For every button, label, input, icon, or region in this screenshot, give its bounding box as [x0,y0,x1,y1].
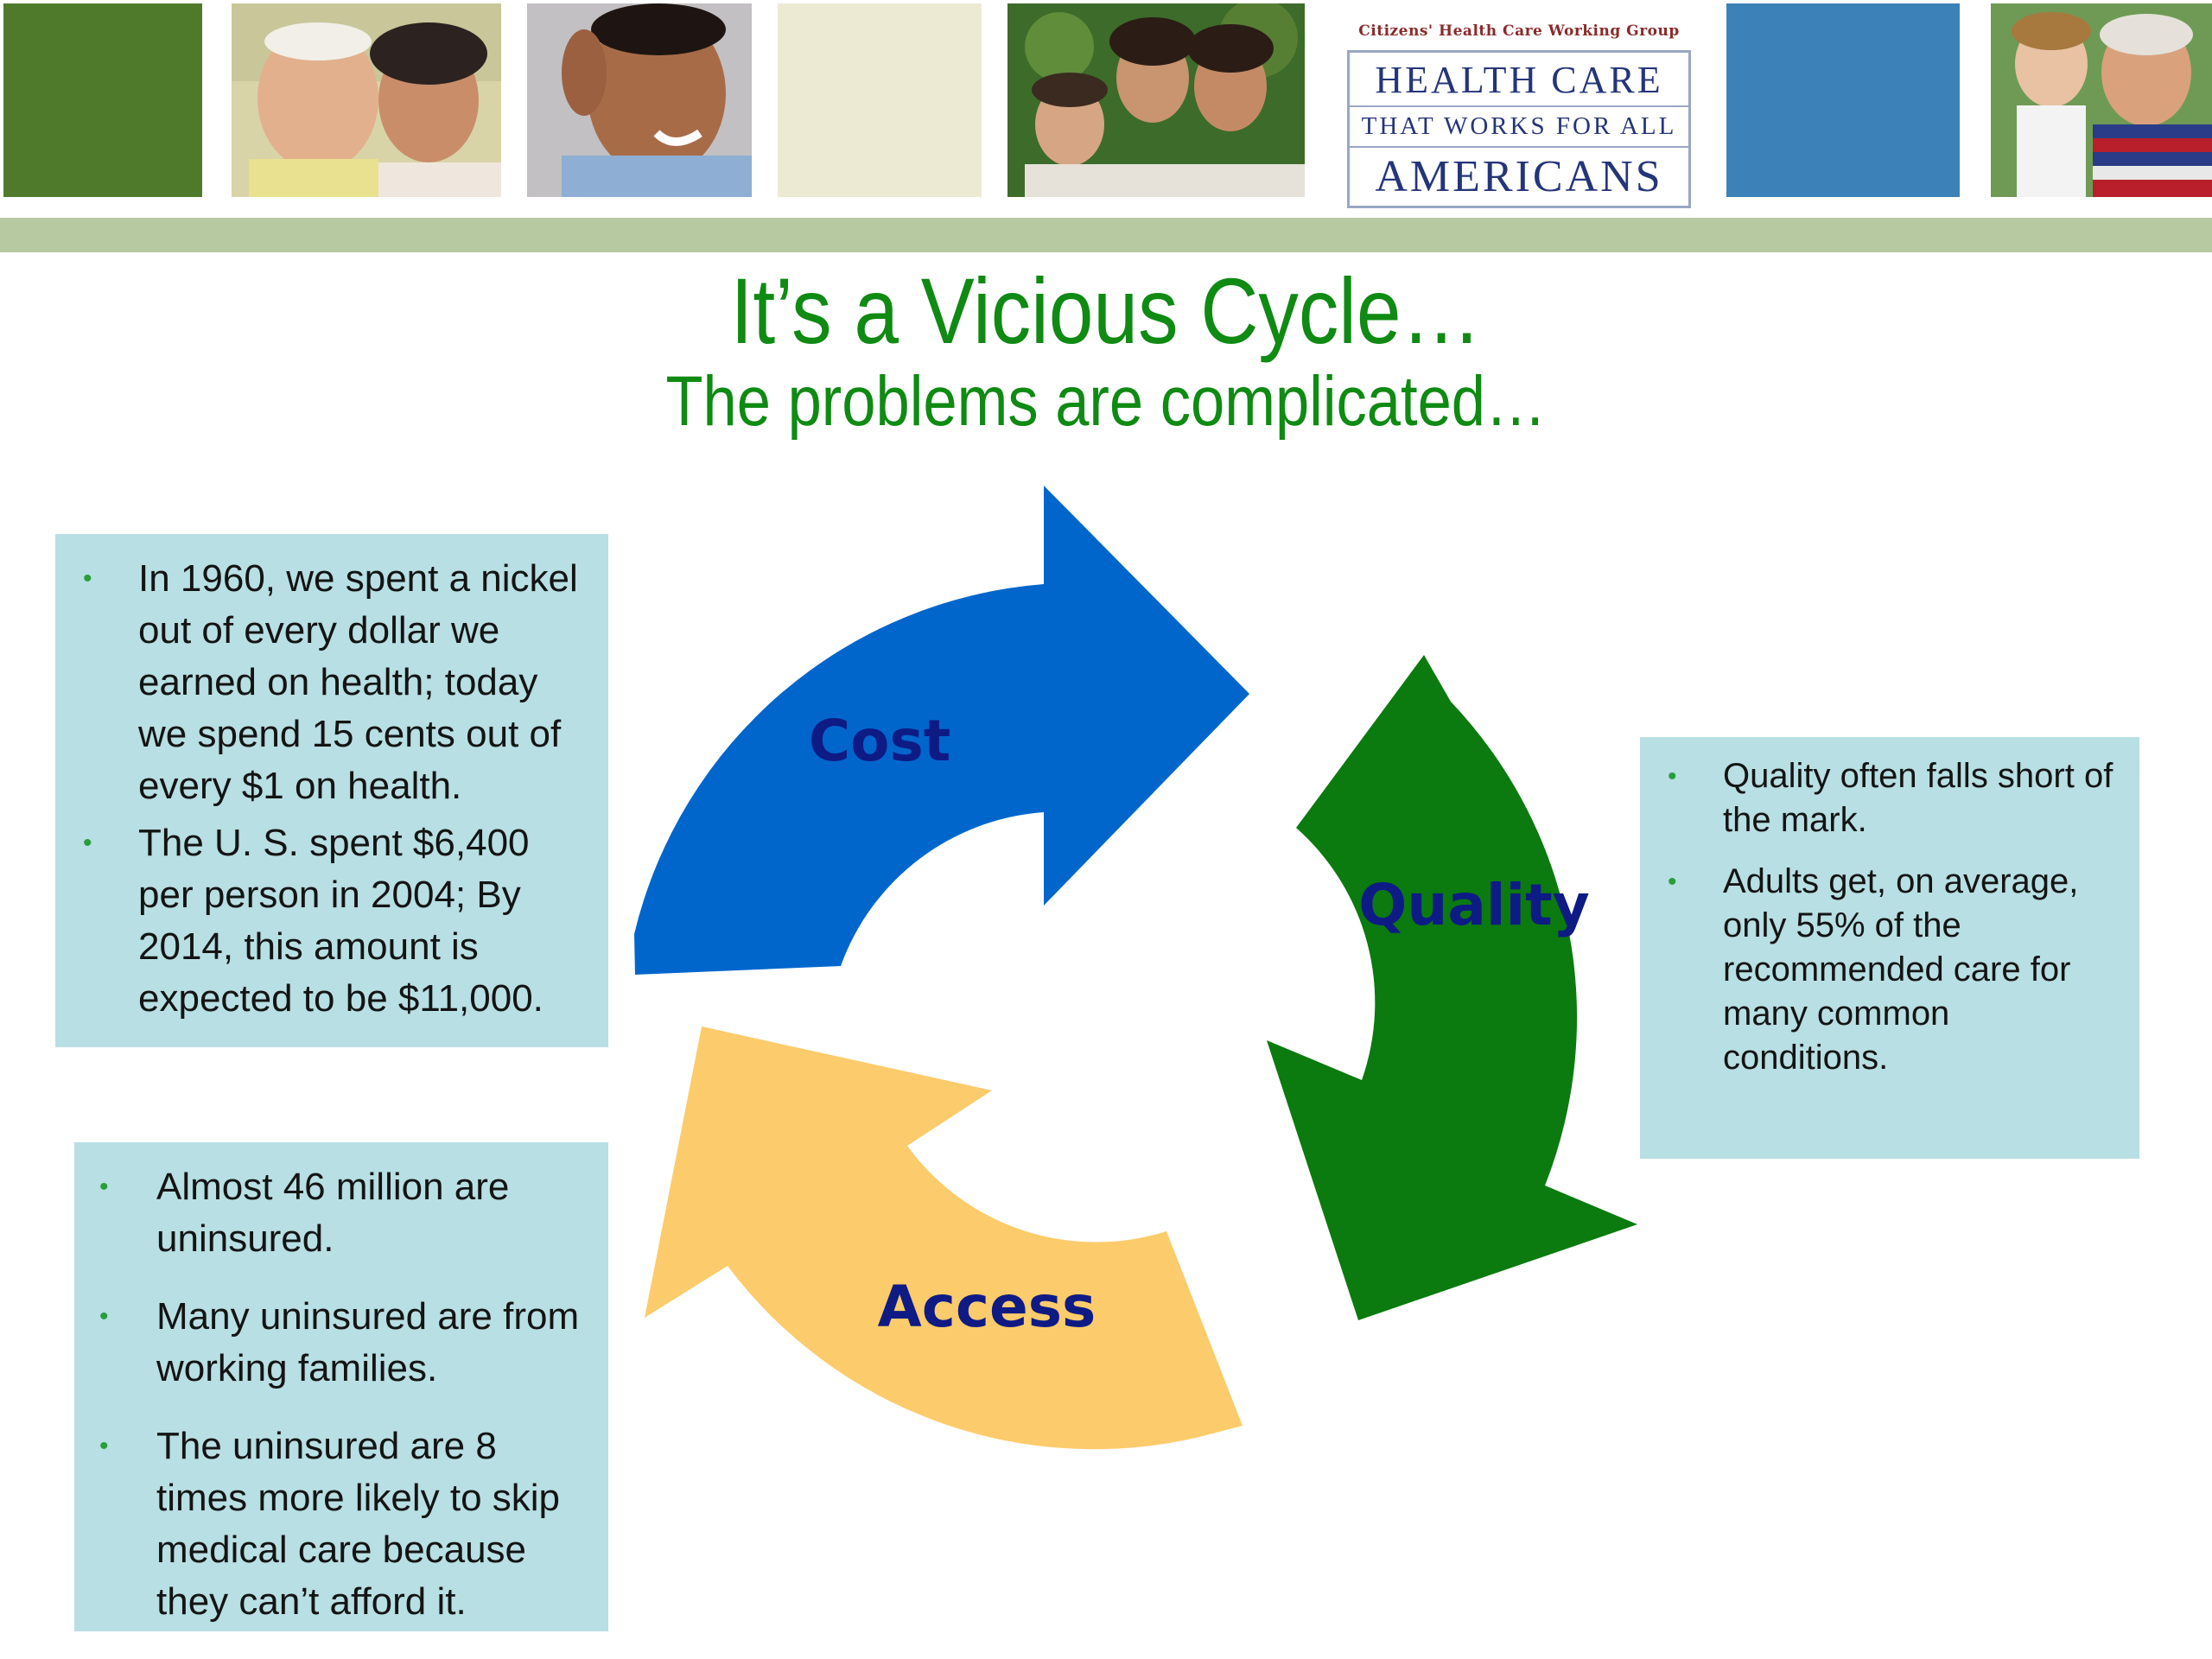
cost-arrow [634,486,1249,975]
quality-fact-item: Quality often falls short of the mark. [1668,754,2122,842]
access-arrow [645,1027,1243,1450]
header-banner: Citizens' Health Care Working Group HEAL… [0,0,2212,208]
logo-line-1: HEALTH CARE [1350,53,1688,107]
access-fact-item: Many uninsured are from working families… [99,1291,591,1395]
cost-label: Cost [809,708,951,774]
logo-line-2: THAT WORKS FOR ALL [1350,107,1688,148]
logo-frame: HEALTH CARE THAT WORKS FOR ALL AMERICANS [1347,50,1691,208]
quality-label: Quality [1358,872,1589,938]
title-block: It’s a Vicious Cycle… The problems are c… [0,258,2212,441]
access-label: Access [878,1274,1096,1340]
cost-fact-item: The U. S. spent $6,400 per person in 200… [83,817,584,1025]
photo-smiling-man [527,3,752,197]
quality-fact-item: Adults get, on average, only 55% of the … [1668,860,2122,1080]
quality-facts-box: Quality often falls short of the mark. A… [1640,737,2139,1159]
access-facts-box: Almost 46 million are uninsured. Many un… [74,1142,608,1631]
photo-grandfather-child [1991,3,2212,197]
cream-color-tile [778,3,982,197]
photo-children [1007,3,1305,197]
access-fact-item: The uninsured are 8 times more likely to… [99,1421,591,1628]
blue-color-tile [1726,3,1960,197]
access-fact-item: Almost 46 million are uninsured. [99,1161,591,1265]
cost-fact-item: In 1960, we spent a nickel out of every … [83,553,584,812]
access-facts-list: Almost 46 million are uninsured. Many un… [99,1161,591,1628]
photo-senior-couple [232,3,501,197]
logo-organization-name: Citizens' Health Care Working Group [1358,22,1680,40]
header-divider-stripe [0,218,2212,252]
quality-arrow [1267,655,1637,1320]
logo-line-3: AMERICANS [1375,152,1663,201]
cost-facts-box: In 1960, we spent a nickel out of every … [55,534,608,1047]
green-color-tile [3,3,202,197]
quality-facts-list: Quality often falls short of the mark. A… [1668,754,2122,1080]
cost-facts-list: In 1960, we spent a nickel out of every … [83,553,584,1025]
slide-title: It’s a Vicious Cycle… [730,258,1482,363]
health-care-logo: Citizens' Health Care Working Group HEAL… [1338,3,1700,208]
slide-subtitle: The problems are complicated… [665,361,1547,441]
